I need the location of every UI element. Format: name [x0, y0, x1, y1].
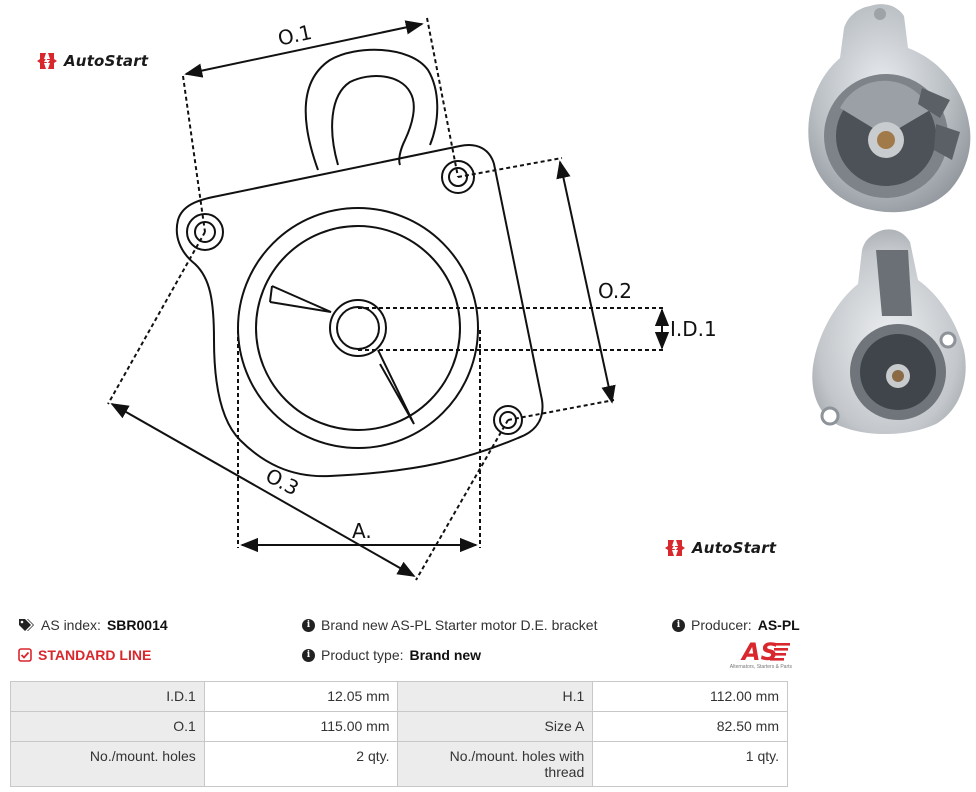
spec-value: 115.00 mm — [203, 711, 399, 742]
product-photo-back[interactable] — [800, 220, 976, 440]
spec-value: 112.00 mm — [592, 681, 788, 712]
bracket-outline-drawing: O.1 O.2 I.D.1 O.3 A. — [107, 17, 717, 581]
product-type-label: Product type: — [321, 647, 404, 663]
check-square-icon — [18, 648, 32, 662]
spec-value: 12.05 mm — [203, 681, 399, 712]
dimension-label-id1: I.D.1 — [670, 317, 717, 341]
spec-label: No./mount. holes with thread — [397, 741, 594, 787]
as-index-label: AS index: — [41, 617, 101, 633]
autostart-logo: AutoStart — [36, 50, 148, 72]
product-description: i Brand new AS-PL Starter motor D.E. bra… — [302, 617, 598, 633]
producer: i Producer: AS-PL — [672, 617, 800, 633]
product-photo-front[interactable] — [800, 0, 976, 218]
technical-drawing: O.1 O.2 I.D.1 O.3 A. — [107, 17, 717, 581]
info-circle-icon: i — [672, 618, 685, 632]
table-row: No./mount. holes 2 qty. No./mount. holes… — [10, 741, 788, 787]
autostart-logo-icon — [37, 53, 57, 69]
dimension-label-o2: O.2 — [598, 279, 632, 303]
autostart-logo-icon — [665, 540, 685, 556]
spec-value: 82.50 mm — [592, 711, 788, 742]
spec-label: Size A — [397, 711, 594, 742]
info-circle-icon: i — [302, 618, 315, 632]
dimension-label-o3: O.3 — [262, 463, 303, 500]
table-row: I.D.1 12.05 mm H.1 112.00 mm — [10, 681, 788, 712]
info-circle-icon: i — [302, 648, 315, 662]
spec-label: I.D.1 — [10, 681, 205, 712]
producer-value: AS-PL — [757, 617, 800, 633]
spec-value: 1 qty. — [592, 741, 788, 787]
brand-name: AutoStart — [692, 539, 777, 557]
brand-name: AutoStart — [64, 52, 149, 70]
table-row: O.1 115.00 mm Size A 82.50 mm — [10, 711, 788, 742]
dimension-label-o1: O.1 — [276, 20, 314, 51]
product-line-label: STANDARD LINE — [38, 647, 152, 663]
tags-icon — [18, 618, 35, 632]
autostart-logo: AutoStart — [664, 537, 776, 559]
product-type-value: Brand new — [409, 647, 482, 663]
as-index-value: SBR0014 — [106, 617, 168, 633]
producer-label: Producer: — [691, 617, 752, 633]
specs-table: I.D.1 12.05 mm H.1 112.00 mm O.1 115.00 … — [10, 681, 788, 787]
product-description-text: Brand new AS-PL Starter motor D.E. brack… — [321, 617, 598, 633]
product-line: STANDARD LINE — [18, 647, 151, 663]
as-index: AS index: SBR0014 — [18, 617, 168, 633]
dimension-label-a: A. — [352, 519, 372, 543]
product-type: i Product type: Brand new — [302, 647, 481, 663]
spec-label: No./mount. holes — [10, 741, 205, 787]
as-pl-logo-mark: AS — [740, 639, 778, 663]
spec-value: 2 qty. — [203, 741, 399, 787]
as-pl-logo[interactable]: AS Alternators, Starters & Parts — [716, 638, 792, 671]
spec-label: H.1 — [397, 681, 594, 712]
as-pl-tagline: Alternators, Starters & Parts — [729, 664, 792, 670]
spec-label: O.1 — [10, 711, 205, 742]
